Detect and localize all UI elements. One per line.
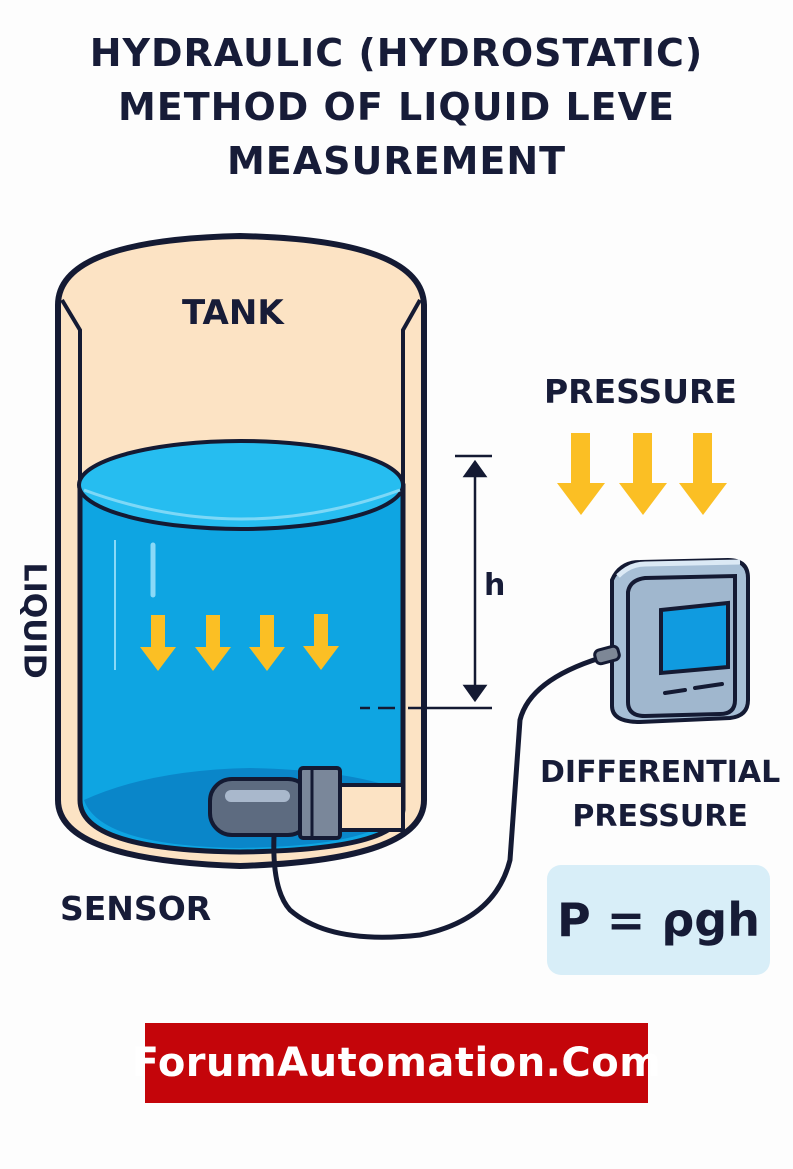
transmitter-icon bbox=[593, 557, 750, 725]
down-arrow-icon bbox=[195, 615, 231, 671]
formula-box: P = ρgh bbox=[547, 865, 770, 975]
down-arrow-icon bbox=[140, 615, 176, 671]
brand-text: ForumAutomation.Com bbox=[131, 1040, 662, 1086]
title-line-1: HYDRAULIC (HYDROSTATIC) bbox=[89, 31, 704, 75]
down-arrow-icon bbox=[249, 615, 285, 671]
down-arrow-icon bbox=[557, 433, 605, 515]
liquid-surface bbox=[77, 439, 405, 531]
down-arrow-icon bbox=[619, 433, 667, 515]
differential-pressure-line-2: PRESSURE bbox=[572, 799, 748, 834]
down-arrow-icon bbox=[679, 433, 727, 515]
sensor-mount bbox=[338, 783, 405, 832]
sensor-icon bbox=[208, 766, 342, 840]
down-arrow-icon bbox=[303, 614, 339, 670]
liquid-label: LIQUID bbox=[16, 562, 52, 679]
pressure-label: PRESSURE bbox=[544, 372, 737, 411]
title-line-2: METHOD OF LIQUID LEVE bbox=[117, 85, 676, 129]
title-line-3: MEASUREMENT bbox=[226, 139, 567, 183]
height-label: h bbox=[484, 568, 506, 603]
differential-pressure-line-1: DIFFERENTIAL bbox=[540, 755, 781, 790]
sensor-cable bbox=[271, 655, 601, 940]
tank-label: TANK bbox=[182, 293, 284, 333]
external-pressure-arrows bbox=[557, 433, 727, 515]
liquid-pressure-arrows bbox=[140, 614, 339, 671]
sensor-label: SENSOR bbox=[60, 889, 212, 928]
height-dimension bbox=[360, 454, 492, 710]
formula-text: P = ρgh bbox=[557, 893, 760, 947]
page-title: HYDRAULIC (HYDROSTATIC) METHOD OF LIQUID… bbox=[0, 26, 793, 188]
differential-pressure-label: DIFFERENTIAL PRESSURE bbox=[540, 751, 780, 839]
brand-banner[interactable]: ForumAutomation.Com bbox=[132, 1023, 661, 1103]
